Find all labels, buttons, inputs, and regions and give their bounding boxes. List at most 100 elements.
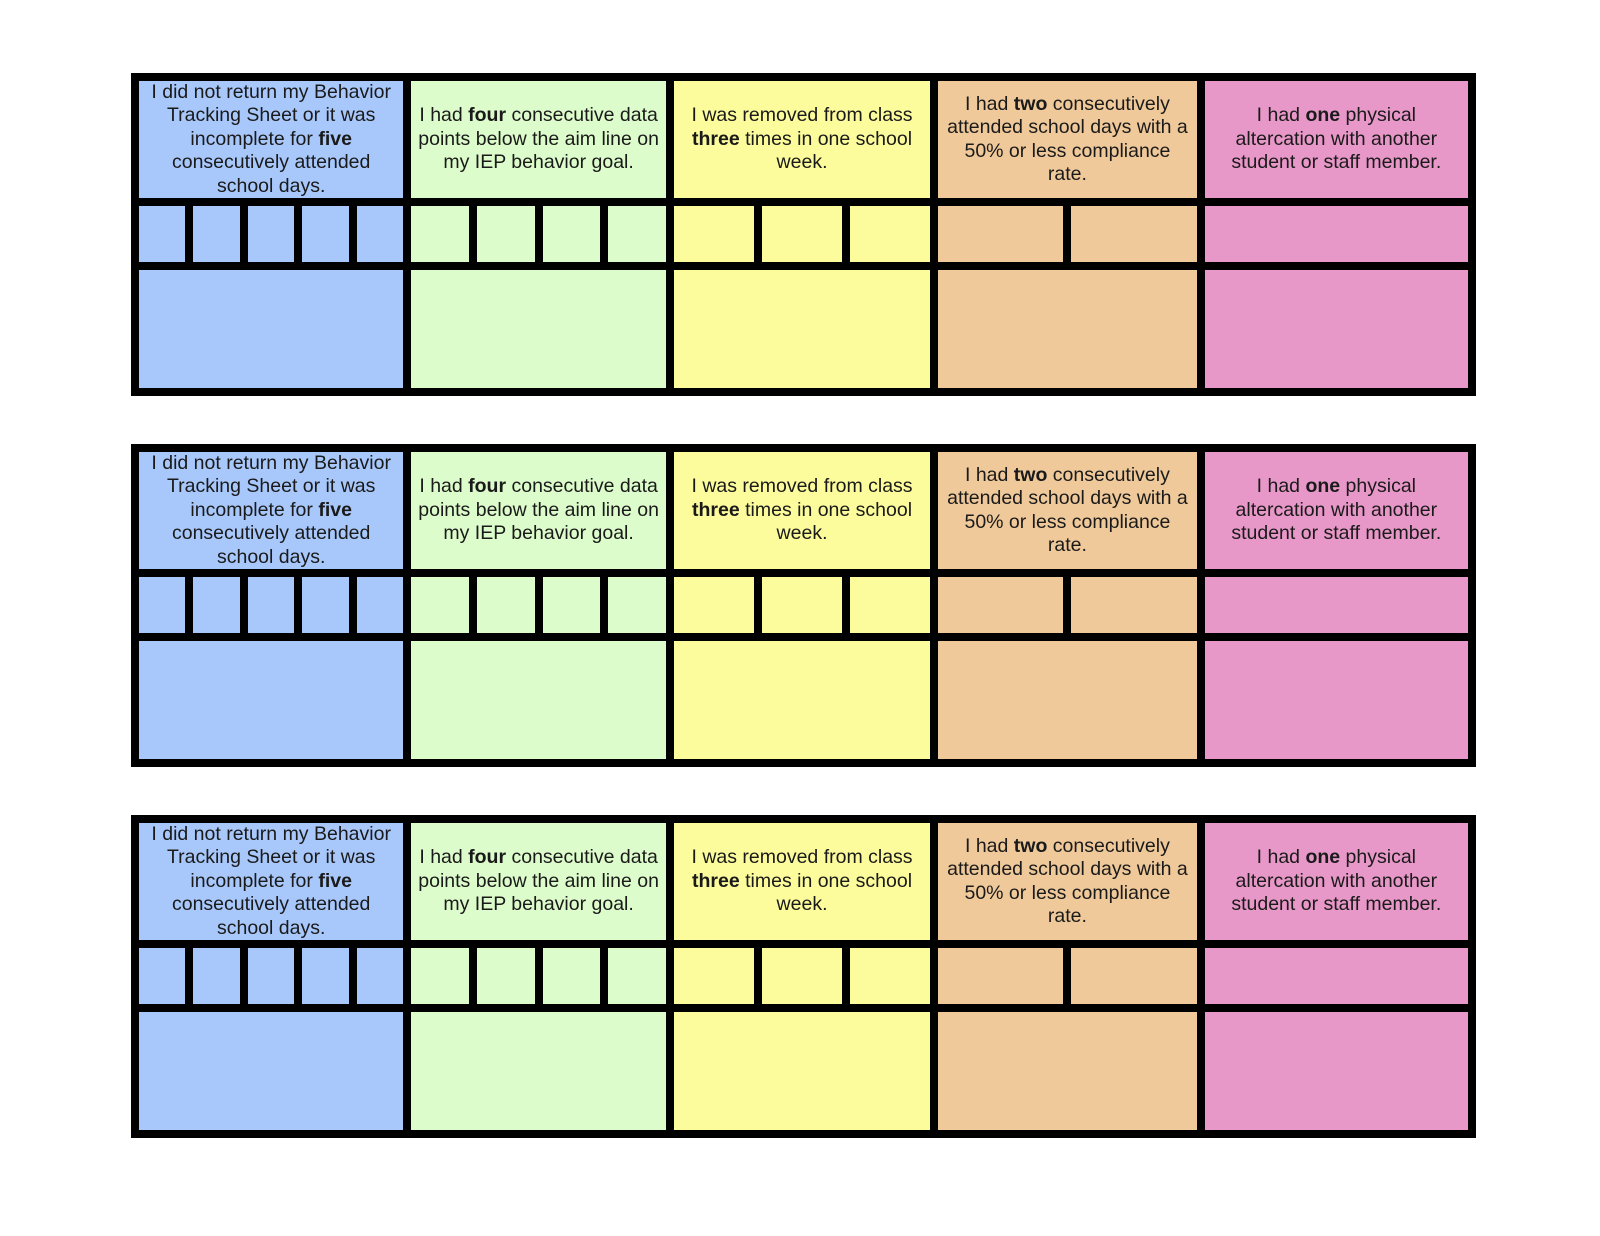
tally-box[interactable] <box>938 577 1064 633</box>
criterion-column-one: I had one physical altercation with anot… <box>1204 823 1469 1130</box>
tally-box[interactable] <box>476 948 535 1004</box>
tally-box[interactable] <box>302 577 349 633</box>
criterion-label: I had two consecutively attended school … <box>938 452 1197 570</box>
criterion-label: I had one physical altercation with anot… <box>1204 81 1469 199</box>
tally-boxes <box>139 206 404 262</box>
criterion-label: I did not return my Behavior Tracking Sh… <box>139 452 404 570</box>
tally-box[interactable] <box>1204 206 1469 262</box>
tally-box[interactable] <box>938 206 1064 262</box>
tally-boxes <box>673 948 931 1004</box>
tally-boxes <box>1204 948 1469 1004</box>
notes-area[interactable] <box>673 269 931 388</box>
tally-box[interactable] <box>761 206 843 262</box>
tally-box[interactable] <box>1071 948 1197 1004</box>
tally-box[interactable] <box>356 948 404 1004</box>
notes-area[interactable] <box>139 1011 404 1130</box>
tally-box[interactable] <box>1071 577 1197 633</box>
tally-box[interactable] <box>139 948 186 1004</box>
notes-area[interactable] <box>139 640 404 759</box>
tally-box[interactable] <box>302 948 349 1004</box>
criterion-label: I had one physical altercation with anot… <box>1204 452 1469 570</box>
tally-box[interactable] <box>139 206 186 262</box>
tally-box[interactable] <box>673 948 754 1004</box>
behavior-strip: I did not return my Behavior Tracking Sh… <box>131 815 1476 1138</box>
tally-box[interactable] <box>850 948 931 1004</box>
tally-box[interactable] <box>193 577 240 633</box>
tally-box[interactable] <box>411 948 469 1004</box>
notes-area[interactable] <box>673 1011 931 1130</box>
tally-box[interactable] <box>247 577 295 633</box>
tally-boxes <box>938 206 1197 262</box>
tally-boxes <box>938 948 1197 1004</box>
tally-box[interactable] <box>1204 948 1469 1004</box>
criterion-column-five: I did not return my Behavior Tracking Sh… <box>139 81 404 388</box>
criterion-label: I did not return my Behavior Tracking Sh… <box>139 81 404 199</box>
criterion-label: I had two consecutively attended school … <box>938 823 1197 941</box>
criterion-column-four: I had four consecutive data points below… <box>411 452 666 759</box>
tally-box[interactable] <box>673 577 754 633</box>
notes-area[interactable] <box>938 640 1197 759</box>
criterion-column-five: I did not return my Behavior Tracking Sh… <box>139 452 404 759</box>
criterion-column-four: I had four consecutive data points below… <box>411 81 666 388</box>
criterion-label: I had four consecutive data points below… <box>411 81 666 199</box>
criterion-column-four: I had four consecutive data points below… <box>411 823 666 1130</box>
notes-area[interactable] <box>1204 1011 1469 1130</box>
tally-box[interactable] <box>608 206 666 262</box>
tally-box[interactable] <box>247 206 295 262</box>
notes-area[interactable] <box>1204 640 1469 759</box>
criterion-label: I had two consecutively attended school … <box>938 81 1197 199</box>
tally-box[interactable] <box>411 577 469 633</box>
tally-box[interactable] <box>411 206 469 262</box>
tally-box[interactable] <box>302 206 349 262</box>
tally-box[interactable] <box>139 577 186 633</box>
tally-box[interactable] <box>608 577 666 633</box>
tally-boxes <box>938 577 1197 633</box>
tally-box[interactable] <box>1204 577 1469 633</box>
criterion-column-three: I was removed from class three times in … <box>673 823 931 1130</box>
criterion-column-five: I did not return my Behavior Tracking Sh… <box>139 823 404 1130</box>
behavior-strip: I did not return my Behavior Tracking Sh… <box>131 73 1476 396</box>
criterion-column-two: I had two consecutively attended school … <box>938 81 1197 388</box>
notes-area[interactable] <box>938 269 1197 388</box>
tally-box[interactable] <box>247 948 295 1004</box>
notes-area[interactable] <box>411 1011 666 1130</box>
criterion-label: I had one physical altercation with anot… <box>1204 823 1469 941</box>
notes-area[interactable] <box>411 640 666 759</box>
tally-box[interactable] <box>673 206 754 262</box>
tally-box[interactable] <box>356 206 404 262</box>
tally-box[interactable] <box>608 948 666 1004</box>
tally-box[interactable] <box>761 948 843 1004</box>
tally-box[interactable] <box>476 577 535 633</box>
criterion-column-three: I was removed from class three times in … <box>673 452 931 759</box>
tally-box[interactable] <box>193 206 240 262</box>
notes-area[interactable] <box>938 1011 1197 1130</box>
tally-box[interactable] <box>542 206 601 262</box>
notes-area[interactable] <box>673 640 931 759</box>
tally-boxes <box>673 577 931 633</box>
tally-box[interactable] <box>761 577 843 633</box>
tally-box[interactable] <box>1071 206 1197 262</box>
tally-box[interactable] <box>938 948 1064 1004</box>
criterion-label: I was removed from class three times in … <box>673 452 931 570</box>
tally-boxes <box>411 577 666 633</box>
tally-box[interactable] <box>356 577 404 633</box>
tally-box[interactable] <box>542 577 601 633</box>
criterion-column-two: I had two consecutively attended school … <box>938 452 1197 759</box>
tally-box[interactable] <box>476 206 535 262</box>
criterion-column-one: I had one physical altercation with anot… <box>1204 452 1469 759</box>
tally-box[interactable] <box>850 206 931 262</box>
tally-box[interactable] <box>850 577 931 633</box>
tally-boxes <box>411 206 666 262</box>
tally-boxes <box>673 206 931 262</box>
tally-boxes <box>1204 577 1469 633</box>
criterion-column-two: I had two consecutively attended school … <box>938 823 1197 1130</box>
tally-boxes <box>1204 206 1469 262</box>
tally-box[interactable] <box>193 948 240 1004</box>
criterion-column-three: I was removed from class three times in … <box>673 81 931 388</box>
criterion-label: I had four consecutive data points below… <box>411 823 666 941</box>
notes-area[interactable] <box>139 269 404 388</box>
tally-box[interactable] <box>542 948 601 1004</box>
tally-boxes <box>411 948 666 1004</box>
notes-area[interactable] <box>411 269 666 388</box>
notes-area[interactable] <box>1204 269 1469 388</box>
